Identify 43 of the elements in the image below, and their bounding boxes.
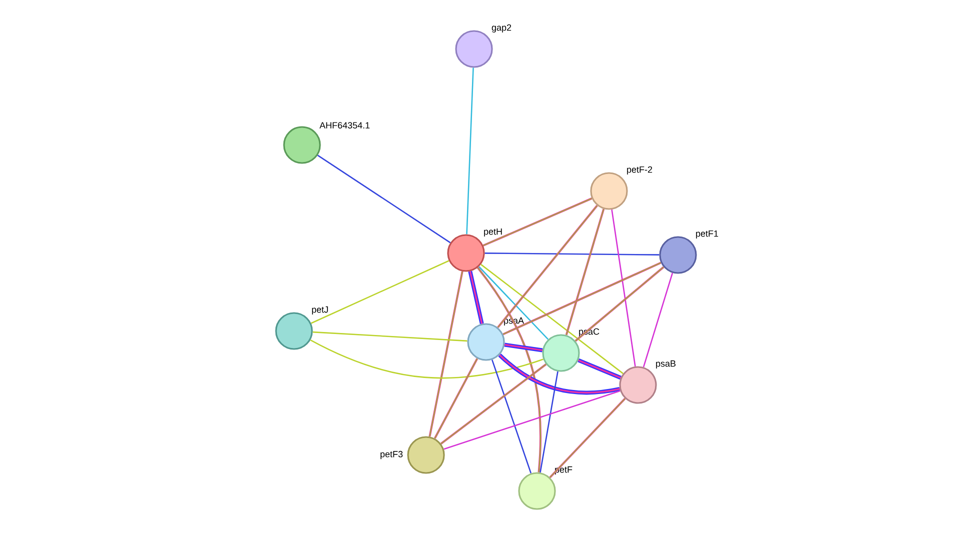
interaction-line — [434, 358, 478, 439]
protein-node: petF1 — [659, 230, 718, 274]
interaction-line — [440, 364, 547, 444]
interaction-line — [574, 266, 664, 342]
interaction-line — [482, 198, 592, 246]
interaction-line — [468, 270, 484, 324]
interaction-line — [642, 272, 674, 368]
node-label: gap2 — [492, 24, 512, 32]
interaction-line — [428, 271, 464, 437]
protein-node: petJ — [275, 306, 328, 350]
protein-node: petF3 — [380, 436, 445, 474]
node-label: AHF64354.1 — [320, 122, 370, 129]
interaction-line — [498, 354, 620, 395]
interaction-line — [312, 331, 468, 342]
node-label: petF3 — [380, 450, 403, 460]
interaction-line — [611, 209, 636, 366]
interaction-line — [480, 264, 624, 374]
node-label: petF1 — [696, 230, 718, 238]
node-label: psaB — [656, 360, 676, 368]
interaction-line — [310, 260, 450, 324]
interaction-line — [565, 208, 605, 336]
interaction-line — [478, 266, 549, 340]
node-label: petJ — [312, 306, 328, 314]
interaction-line — [497, 204, 598, 328]
interaction-line — [549, 398, 626, 478]
interaction-line — [491, 360, 532, 474]
interaction-line — [540, 371, 558, 473]
node-label: petH — [484, 228, 502, 236]
interaction-line — [444, 390, 620, 450]
protein-node: AHF64354.1 — [283, 122, 370, 164]
protein-node: psaB — [619, 360, 676, 404]
interaction-line — [476, 267, 542, 473]
interaction-line — [317, 154, 451, 244]
interaction-line — [504, 342, 543, 352]
node-label: petF-2 — [627, 166, 652, 174]
interaction-line — [466, 68, 474, 234]
interaction-line — [502, 262, 662, 336]
protein-node: gap2 — [455, 24, 512, 68]
interaction-line — [310, 339, 544, 379]
interaction-line — [484, 252, 660, 256]
protein-node: petH — [447, 228, 502, 272]
interaction-line — [578, 358, 622, 380]
protein-node: petF-2 — [590, 166, 652, 210]
